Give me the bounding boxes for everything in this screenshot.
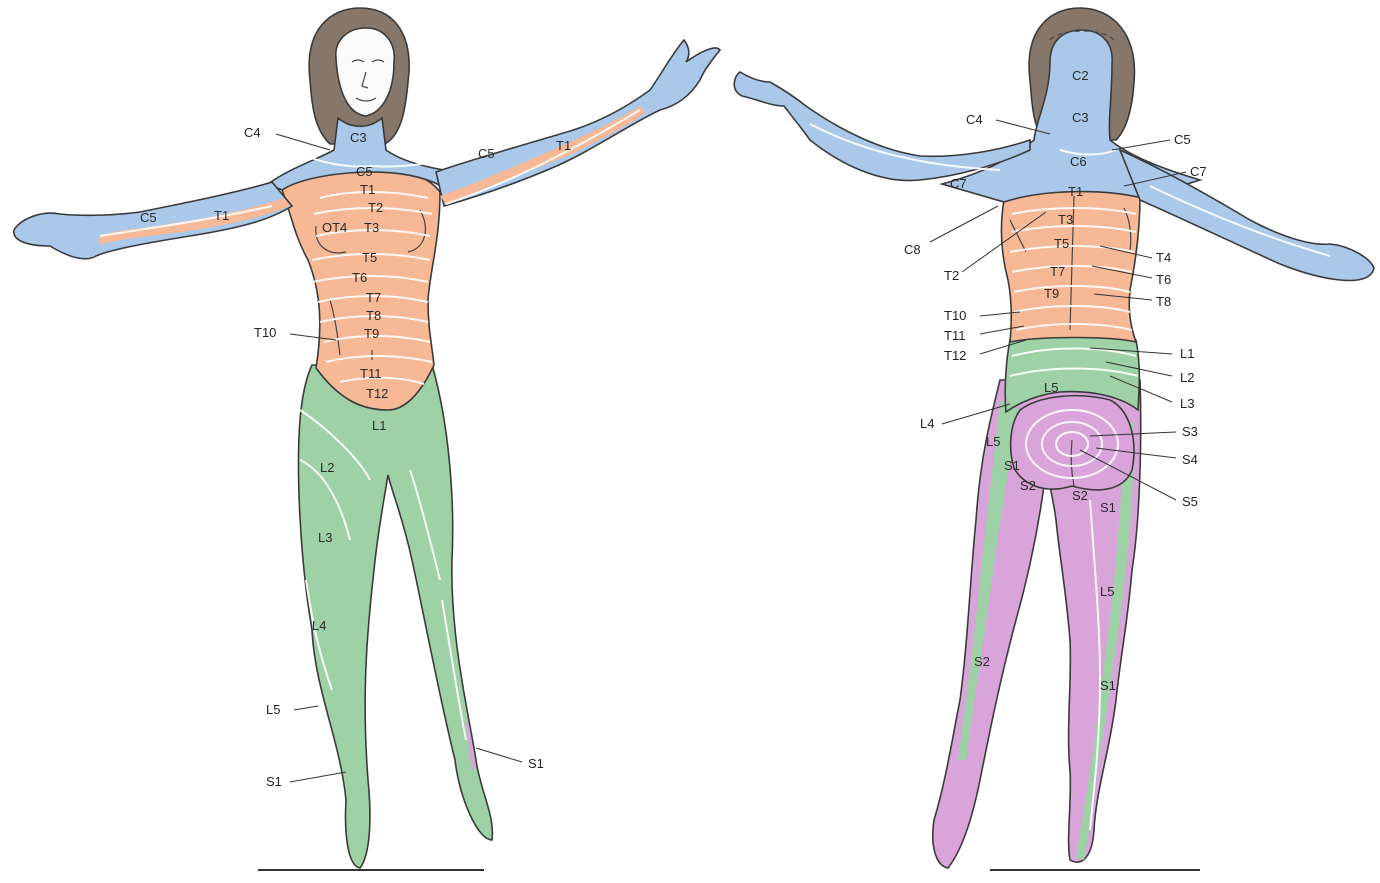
back-label-t2: T2 [944,268,959,283]
back-inner-c2: C2 [1072,68,1089,83]
back-inner-t9: T9 [1044,286,1059,301]
back-label-t4: T4 [1156,250,1171,265]
front-inner-t1-right-arm: T1 [556,138,571,153]
front-inner-l4: L4 [312,618,326,633]
front-label-c4: C4 [244,125,261,140]
back-inner-t5: T5 [1054,236,1069,251]
back-label-t6: T6 [1156,272,1171,287]
back-inner-l5-right-leg: L5 [1100,584,1114,599]
back-label-c8: C8 [904,242,921,257]
back-label-t10: T10 [944,308,966,323]
front-inner-l1: L1 [372,418,386,433]
back-label-t8: T8 [1156,294,1171,309]
back-label-s5: S5 [1182,494,1198,509]
back-inner-t1: T1 [1068,184,1083,199]
back-inner-t3: T3 [1058,212,1073,227]
front-right-arm-t1 [440,106,646,204]
front-inner-t12: T12 [366,386,388,401]
front-inner-t8: T8 [366,308,381,323]
front-label-s1-right: S1 [528,756,544,771]
front-inner-l2: L2 [320,460,334,475]
front-label-l5: L5 [266,702,280,717]
front-inner-c5-neck: C5 [356,164,373,179]
back-inner-s2-left-leg: S2 [974,654,990,669]
back-inner-l5: L5 [1044,380,1058,395]
back-label-t11: T11 [944,328,965,343]
front-inner-t1-left-arm: T1 [214,208,229,223]
front-inner-t9: T9 [364,326,379,341]
back-inner-s1-right-leg: S1 [1100,678,1116,693]
back-inner-c6: C6 [1070,154,1087,169]
front-inner-t2: T2 [368,200,383,215]
back-figure: C4 C5 C7 C8 T2 T4 T6 T8 T10 T11 T12 L1 L… [734,8,1374,870]
front-inner-l3: L3 [318,530,332,545]
back-label-c7-right: C7 [1190,164,1207,179]
front-inner-c5-right-arm: C5 [478,146,495,161]
front-label-s1-left: S1 [266,774,282,789]
front-inner-t6: T6 [352,270,367,285]
front-inner-t7: T7 [366,290,381,305]
back-label-l1: L1 [1180,346,1194,361]
front-inner-t3: T3 [364,220,379,235]
back-inner-t7: T7 [1050,264,1065,279]
back-inner-s1-left: S1 [1004,458,1020,473]
front-legs [299,365,493,868]
front-inner-c5-left-arm: C5 [140,210,157,225]
back-inner-s2-right: S2 [1072,488,1088,503]
front-right-arm [436,40,720,206]
back-inner-l5-left-leg: L5 [986,434,1000,449]
back-label-l3: L3 [1180,396,1194,411]
back-label-l4: L4 [920,416,934,431]
back-label-c5: C5 [1174,132,1191,147]
front-inner-t4: OT4 [322,220,347,235]
back-inner-c3: C3 [1072,110,1089,125]
front-inner-t11: T11 [360,366,381,381]
front-inner-t1: T1 [360,182,375,197]
back-inner-s1-right: S1 [1100,500,1116,515]
back-label-l2: L2 [1180,370,1194,385]
back-inner-s2-left: S2 [1020,478,1036,493]
back-label-s4: S4 [1182,452,1198,467]
back-label-s3: S3 [1182,424,1198,439]
back-inner-c7-arm: C7 [950,176,967,191]
front-figure: C4 T10 L5 S1 S1 C3 C5 C5 T1 C5 T1 T1 T2 … [14,8,720,870]
front-inner-t5: T5 [362,250,377,265]
front-label-t10: T10 [254,325,276,340]
back-label-t12: T12 [944,348,966,363]
back-label-c4: C4 [966,112,983,127]
front-inner-c3: C3 [350,130,367,145]
back-left-arm [734,72,1030,181]
